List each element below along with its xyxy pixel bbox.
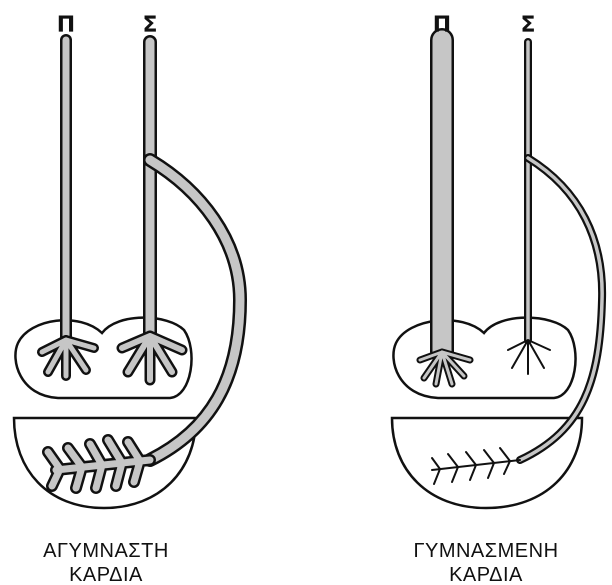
untrained-caption-line1: ΑΓΥΜΝΑΣΤΗ [43, 540, 169, 562]
trained-caption-line1: ΓΥΜΝΑΣΜΕΝΗ [413, 540, 558, 562]
untrained-heart-panel: Π Σ ΑΓΥΜΝΑΣΤΗ ΚΑΡΔΙΑ [14, 13, 240, 585]
trained-p-label: Π [433, 13, 451, 38]
trained-heart-panel: Π Σ ΓΥΜΝΑΣΜΕΝΗ ΚΑΡΔΙΑ [392, 13, 602, 585]
trained-caption-line2: ΚΑΡΔΙΑ [449, 564, 523, 585]
trained-s-label: Σ [520, 13, 535, 38]
untrained-s-label: Σ [142, 13, 157, 38]
untrained-caption-line2: ΚΑΡΔΙΑ [69, 564, 143, 585]
untrained-p-label: Π [57, 13, 75, 38]
